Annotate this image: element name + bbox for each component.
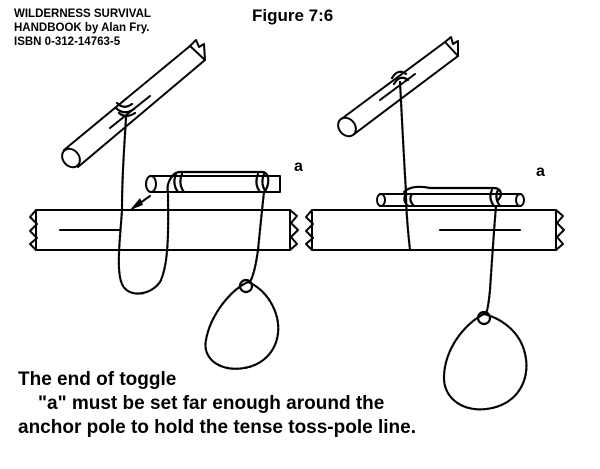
rope-tosspole-to-toggle-right	[398, 80, 412, 252]
book-isbn-line: ISBN 0-312-14763-5	[14, 36, 121, 48]
rope-over-toggle-left	[166, 170, 270, 194]
right-diagram	[305, 36, 565, 411]
rope-toggle-to-noose-right	[484, 204, 498, 316]
figure-caption: The end of toggle "a" must be set far en…	[18, 368, 416, 440]
left-diagram	[29, 39, 299, 370]
toss-pole-left	[61, 39, 206, 169]
rope-toggle-to-noose-left	[248, 190, 266, 284]
anchor-pole-left	[29, 209, 299, 251]
caption-line-2: "a" must be set far enough around the	[38, 393, 385, 414]
noose-eye-left	[238, 278, 254, 294]
rope-over-toggle-right	[402, 185, 503, 202]
anchor-pole-right	[305, 209, 565, 251]
noose-left	[204, 280, 280, 370]
rope-tosspole-to-toggle-left	[117, 116, 170, 295]
toggle-wrap-left-b	[255, 172, 268, 194]
caption-line-3: anchor pole to hold the tense toss-pole …	[18, 417, 416, 438]
noose-right	[442, 312, 528, 411]
lashing-toss-pole-left	[114, 101, 137, 118]
lashing-toss-pole-right	[390, 70, 410, 86]
toggle-stick-left	[145, 175, 281, 193]
noose-eye-right	[476, 310, 492, 326]
book-author-line: HANDBOOK by Alan Fry.	[14, 22, 150, 34]
toggle-label-left: a	[294, 158, 303, 175]
toss-pole-right	[337, 36, 459, 138]
pointer-arrow-left	[130, 195, 151, 210]
toggle-stick-right	[376, 193, 525, 207]
toggle-wrap-right-b	[489, 188, 502, 208]
caption-line-1: The end of toggle	[18, 369, 177, 390]
book-citation: WILDERNESS SURVIVAL HANDBOOK by Alan Fry…	[14, 7, 151, 49]
toggle-wrap-right-a	[403, 192, 416, 208]
book-title-line: WILDERNESS SURVIVAL	[14, 8, 151, 20]
toggle-wrap-left-a	[173, 172, 186, 194]
toggle-label-right: a	[536, 163, 545, 180]
figure-title: Figure 7:6	[252, 6, 334, 25]
